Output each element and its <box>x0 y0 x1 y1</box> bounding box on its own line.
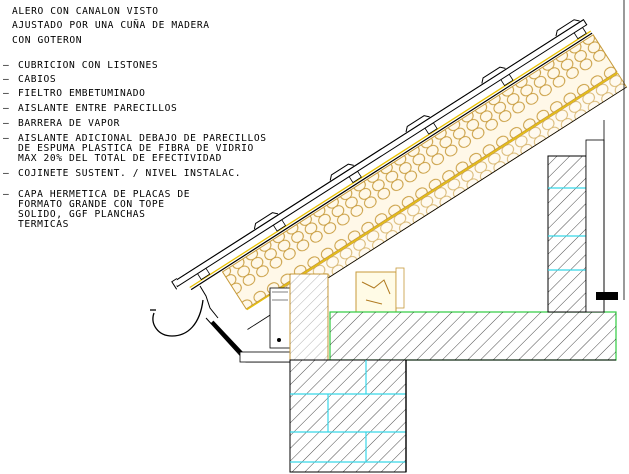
concrete-slab <box>290 311 617 361</box>
title-line-2: AJUSTADO POR UNA CUÑA DE MADERA <box>12 20 210 31</box>
roof-assembly <box>171 18 628 330</box>
legend-dash: – <box>3 189 10 200</box>
legend-text: MAX 20% DEL TOTAL DE EFECTIVIDAD <box>18 153 223 164</box>
interior-wall <box>547 139 605 313</box>
eave-soffit <box>205 287 291 363</box>
rafter-top <box>190 32 593 291</box>
vapour-barrier <box>246 72 618 311</box>
legend-text: CUBRICION CON LISTONES <box>18 60 159 71</box>
gutter <box>150 285 219 337</box>
legend-dash: – <box>3 118 10 129</box>
wall-plate <box>289 267 405 361</box>
roof-battens <box>196 26 587 281</box>
legend-dash: – <box>3 88 10 99</box>
legend-text: DE ESPUMA PLASTICA DE FIBRA DE VIDRIO <box>18 143 254 154</box>
legend-text: CAPA HERMETICA DE PLACAS DE <box>18 189 191 200</box>
legend-text: TERMICAS <box>18 219 70 230</box>
bituminous-felt <box>189 30 592 289</box>
roof-tiles <box>171 18 588 290</box>
legend-text: COJINETE SUSTENT. / NIVEL INSTALAC. <box>18 168 242 179</box>
legend-text: AISLANTE ADICIONAL DEBAJO DE PARECILLOS <box>18 133 267 144</box>
legend-dash: – <box>3 168 10 179</box>
title-line-1: ALERO CON CANALON VISTO <box>12 6 159 17</box>
legend-text: BARRERA DE VAPOR <box>18 118 121 129</box>
legend-text: AISLANTE ENTRE PARECILLOS <box>18 103 178 114</box>
legend-text: SOLIDO, GGF PLANCHAS <box>18 209 146 220</box>
legend-dash: – <box>3 103 10 114</box>
brick-wall <box>289 359 407 473</box>
insulation-pattern <box>222 34 617 309</box>
legend-text: FIELTRO EMBETUMINADO <box>18 88 146 99</box>
title-line-3: CON GOTERON <box>12 35 83 46</box>
legend-dash: – <box>3 133 10 144</box>
legend-text: FORMATO GRANDE CON TOPE <box>18 199 165 210</box>
legend-text: CABIOS <box>18 74 57 85</box>
additional-insulation-pattern <box>272 73 627 308</box>
legend-dash: – <box>3 60 10 71</box>
legend-dash: – <box>3 74 10 85</box>
right-detail <box>596 0 625 312</box>
